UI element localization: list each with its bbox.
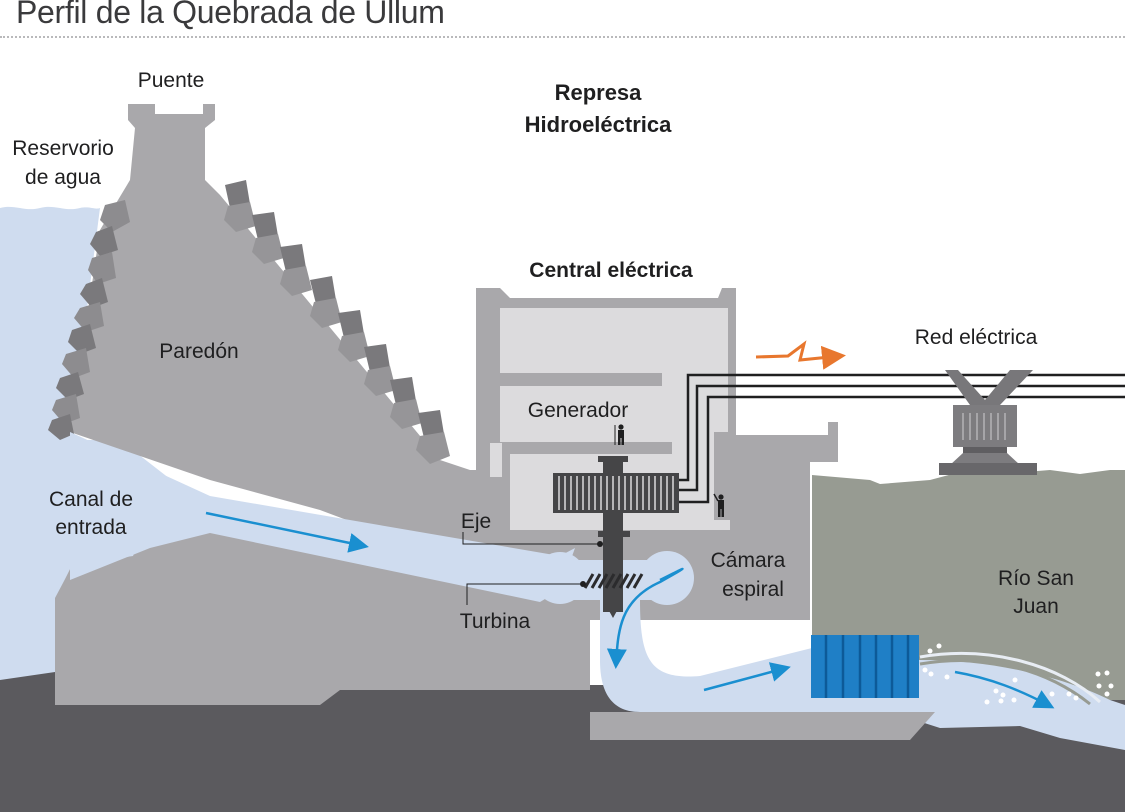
label-bridge: Puente — [138, 69, 205, 92]
spray-arc — [919, 652, 1102, 704]
label-spiral-chamber-line2: espiral — [722, 578, 784, 601]
diagram-heading-line2: Hidroeléctrica — [525, 112, 672, 137]
power-cables — [679, 373, 1125, 504]
draft-tube-water — [600, 600, 812, 712]
label-river-line1: Río San — [998, 567, 1074, 590]
label-powerhouse: Central eléctrica — [529, 259, 693, 282]
powerhouse-annex — [718, 422, 838, 470]
label-generator: Generador — [528, 399, 628, 422]
label-turbine: Turbina — [460, 610, 531, 633]
upper-floor-slab — [500, 373, 662, 386]
label-reservoir-line1: Reservorio — [12, 137, 114, 160]
flow-arrow-spiral — [606, 567, 684, 669]
shaft-leader-line — [462, 532, 600, 545]
downstream-rocks — [224, 180, 450, 464]
shaft-leader-dot — [597, 541, 603, 547]
label-shaft: Eje — [461, 510, 491, 533]
side-window — [490, 443, 502, 477]
electricity-arrow-icon — [755, 340, 846, 370]
header: Perfil de la Quebrada de Ullum — [0, 0, 1125, 40]
label-reservoir-line2: de agua — [25, 166, 101, 189]
spray-arc-shadow — [919, 658, 1091, 706]
label-power-grid: Red eléctrica — [915, 326, 1038, 349]
flow-arrow-outflow — [703, 662, 791, 692]
generator — [553, 456, 679, 618]
worker-icon — [713, 493, 724, 517]
label-river-line2: Juan — [1013, 595, 1059, 618]
title-divider — [0, 36, 1125, 38]
sluice-gate — [811, 635, 919, 698]
label-intake-line1: Canal de — [49, 488, 133, 511]
spray-droplets — [922, 643, 1114, 705]
diagram-heading-line1: Represa — [555, 80, 643, 105]
flow-arrow-intake — [205, 511, 369, 553]
upstream-rocks — [48, 200, 130, 440]
turbine-leader-line — [466, 583, 583, 605]
page-title: Perfil de la Quebrada de Ullum — [16, 0, 445, 30]
label-intake-line2: entrada — [55, 516, 127, 539]
turbine-leader-dot — [580, 581, 586, 587]
generator-floor-slab — [510, 442, 672, 454]
flow-arrow-river — [954, 670, 1055, 709]
turbine — [583, 573, 644, 589]
transmission-tower-icon — [939, 370, 1037, 475]
outflow-base — [590, 712, 935, 740]
worker-icon — [614, 424, 624, 445]
intake-channel-water — [70, 432, 575, 602]
label-spiral-chamber-line1: Cámara — [711, 549, 786, 572]
label-dam-wall: Paredón — [159, 340, 238, 363]
